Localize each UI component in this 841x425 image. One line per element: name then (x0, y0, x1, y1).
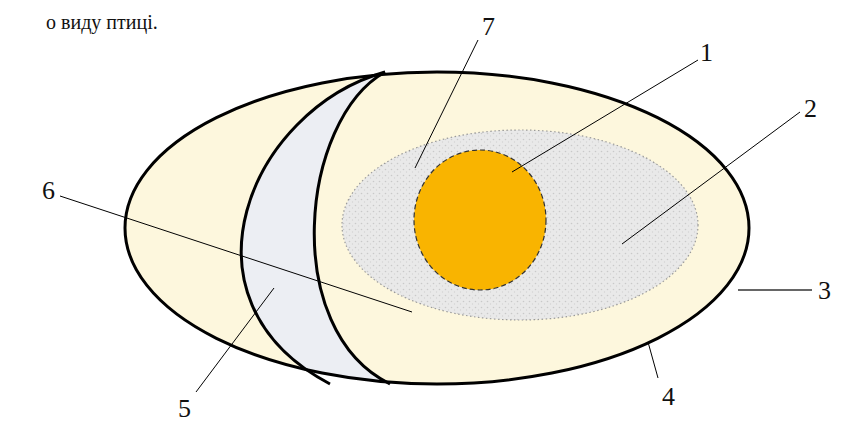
leader-line (512, 60, 698, 172)
egg-outline (125, 72, 749, 384)
leader-line (738, 289, 812, 291)
callout-number: 4 (662, 384, 675, 410)
callout-number: 2 (804, 96, 817, 122)
callout-number: 7 (482, 14, 495, 40)
callout-number: 1 (700, 40, 713, 66)
egg-shell (125, 72, 749, 384)
leader-line (622, 112, 800, 244)
leader-lines (60, 40, 812, 392)
callout-number: 6 (42, 178, 55, 204)
leader-line (60, 196, 412, 312)
yolk (414, 150, 546, 290)
callout-number: 5 (178, 396, 191, 422)
dense-albumen (342, 130, 698, 320)
caption-fragment: о виду птиці. (46, 12, 158, 32)
leader-line (415, 40, 478, 168)
callout-number: 3 (818, 278, 831, 304)
leader-line (648, 342, 658, 378)
leader-line (196, 288, 274, 392)
